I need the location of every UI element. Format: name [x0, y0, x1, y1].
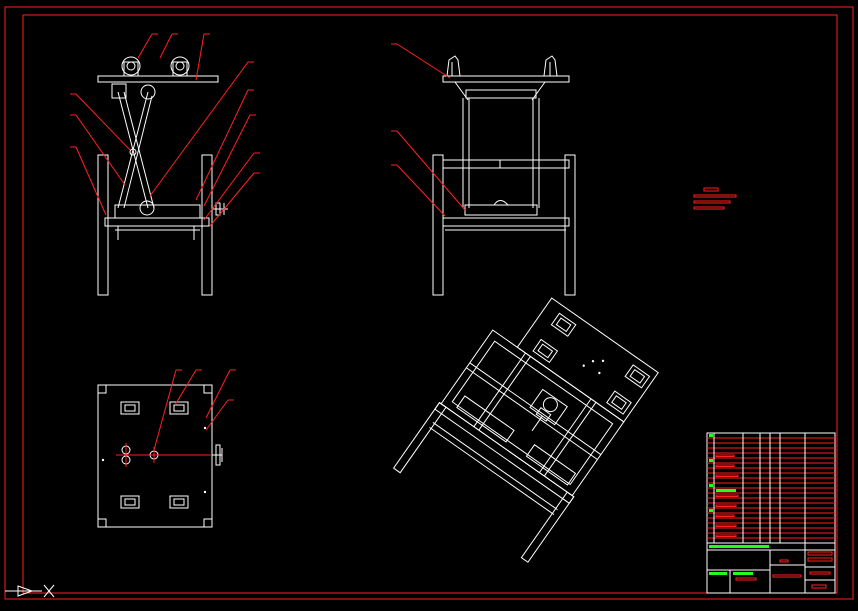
front-view[interactable]: [70, 33, 260, 296]
caster-wheel-right: [170, 56, 190, 77]
bottom-clamp-right: [169, 495, 189, 509]
side-view-leaders: [391, 43, 466, 217]
sheet-inner-border: [22, 14, 838, 594]
caster-wheel-left: [121, 56, 141, 77]
top-view[interactable]: [97, 369, 236, 528]
side-view[interactable]: [391, 43, 576, 296]
top-clamp-right: [169, 401, 189, 415]
bottom-clamp-left: [120, 495, 140, 509]
technical-notes: [693, 187, 737, 210]
top-clamp-left: [120, 401, 140, 415]
ucs-axis-icon: [5, 584, 55, 598]
sheet-outer-border: [4, 6, 854, 600]
isometric-view[interactable]: [392, 280, 660, 563]
title-block[interactable]: [706, 432, 836, 594]
top-view-leaders: [153, 369, 236, 451]
front-view-leaders: [70, 33, 260, 227]
parts-list: [707, 433, 835, 544]
